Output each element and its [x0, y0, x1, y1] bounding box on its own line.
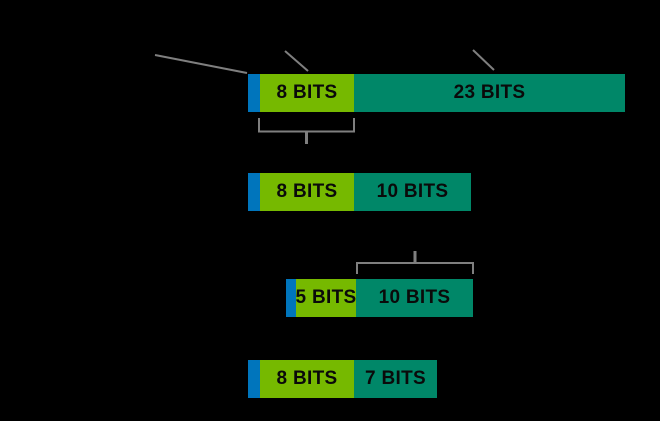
exponent-bits-label: 8 BITS [276, 82, 338, 103]
exponent-bits-label: 5 BITS [295, 287, 357, 308]
mantissa-bits-label: 7 BITS [365, 368, 426, 389]
sign-bit-segment [248, 360, 260, 398]
pointer-line-mantissa [472, 49, 495, 71]
sign-bit-segment [286, 279, 296, 317]
mantissa-bits-label: 23 BITS [453, 82, 526, 103]
exponent-segment: 8 BITS [260, 74, 354, 112]
mantissa-segment: 10 BITS [354, 173, 471, 211]
sign-bit-segment [248, 74, 260, 112]
exponent-bits-label: 8 BITS [276, 368, 338, 389]
sign-bit-segment [248, 173, 260, 211]
mantissa-segment: 7 BITS [354, 360, 437, 398]
exponent-segment: 8 BITS [260, 360, 354, 398]
mantissa-segment: 10 BITS [356, 279, 473, 317]
pointer-line-exponent [284, 50, 309, 72]
mantissa-bits-label: 10 BITS [376, 181, 449, 202]
exponent-segment: 5 BITS [296, 279, 356, 317]
mantissa-bits-label: 10 BITS [378, 287, 451, 308]
exponent-bits-label: 8 BITS [276, 181, 338, 202]
precision-brace [356, 262, 474, 274]
range-brace [258, 118, 355, 133]
pointer-line-sign [154, 54, 248, 74]
exponent-segment: 8 BITS [260, 173, 354, 211]
mantissa-segment: 23 BITS [354, 74, 625, 112]
